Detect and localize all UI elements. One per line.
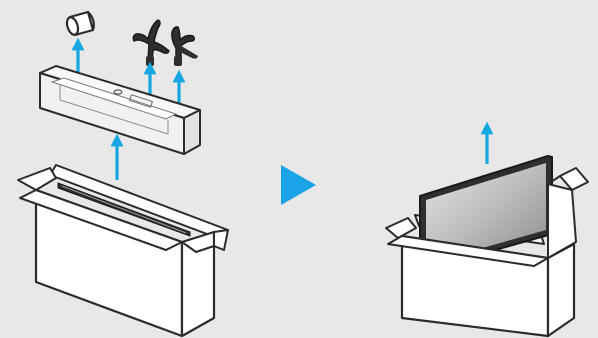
foam-insert-icon [39,65,201,155]
box-right-flap [547,183,577,259]
box-front-flap [387,235,549,267]
box-left-flap [385,217,417,239]
step-2-lift-tv-out [385,121,589,338]
cap-icon [65,10,95,37]
next-step-triangle-icon [281,165,316,205]
box-right-face [546,242,576,338]
step-1-remove-accessories [17,10,229,338]
stand-right-icon [171,26,198,66]
box-open-with-tv-icon [17,164,229,338]
stand-left-icon [132,19,170,66]
box-right-flap-top [559,167,589,191]
